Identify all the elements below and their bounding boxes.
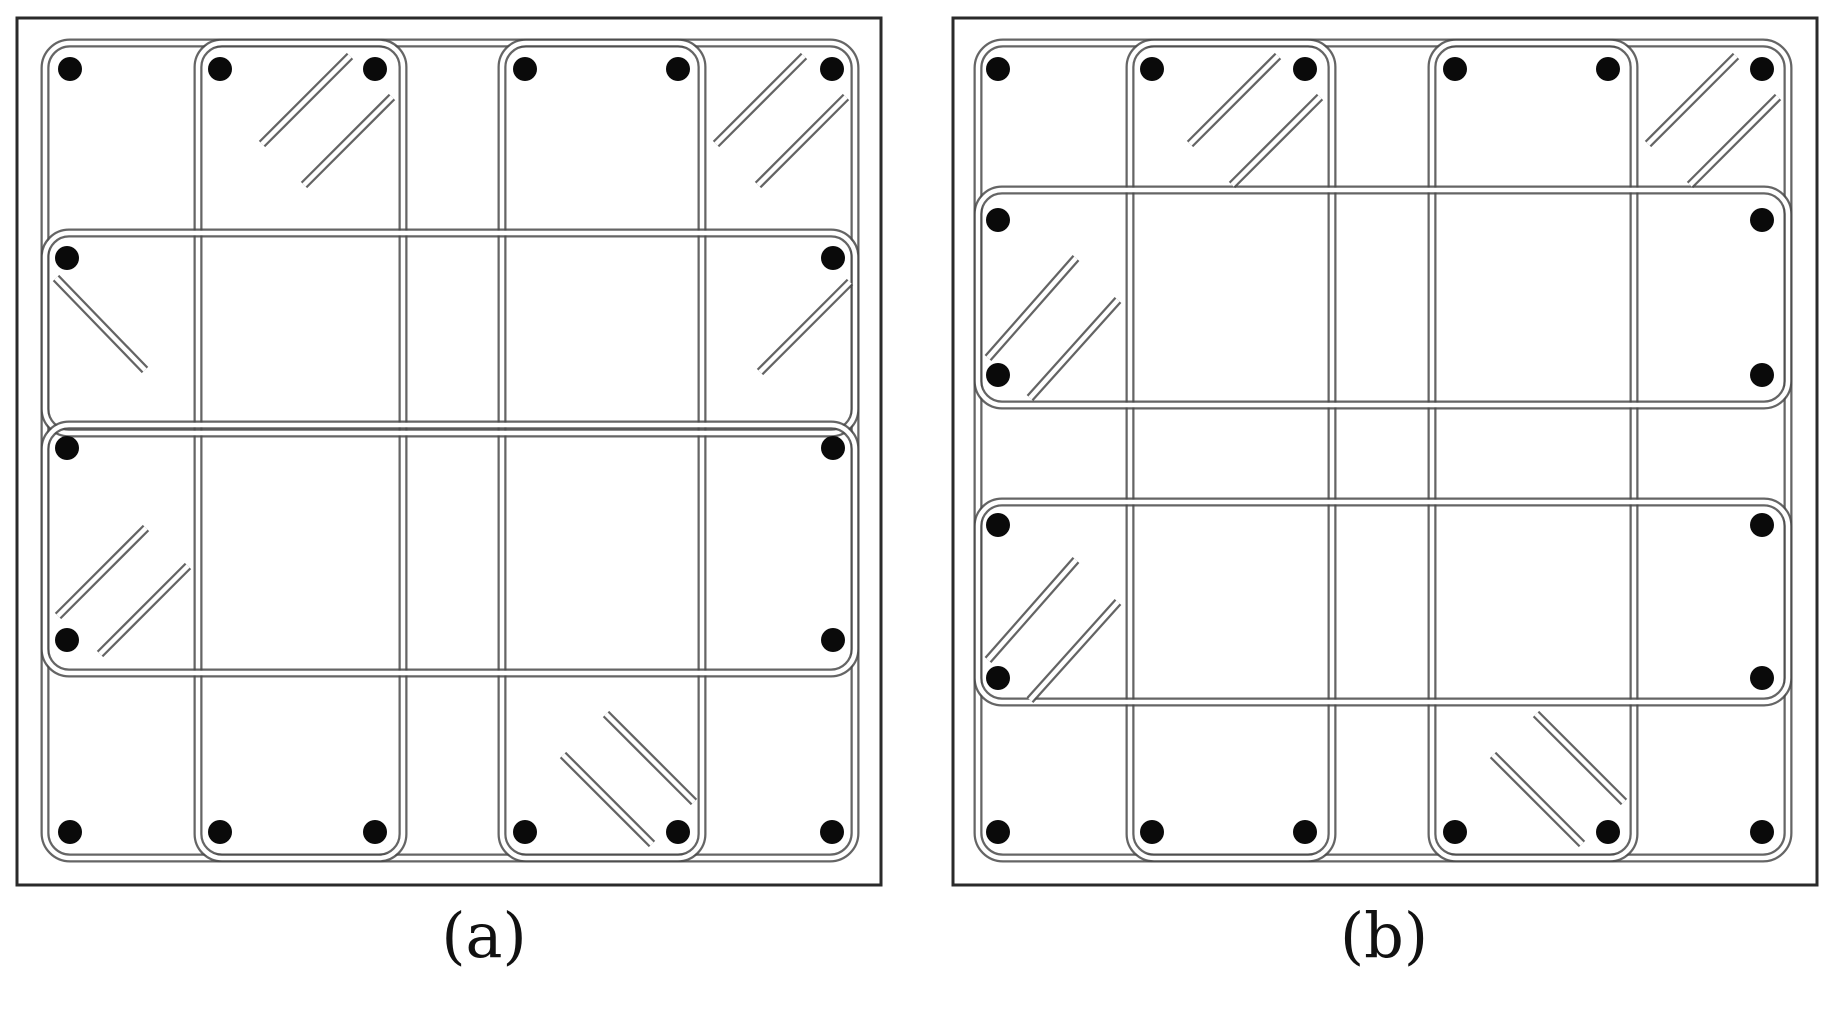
panel-a-frame bbox=[15, 16, 883, 887]
rebar-bottom-2 bbox=[1140, 820, 1164, 844]
rebar-bottom-2 bbox=[208, 820, 232, 844]
rebar-left-1 bbox=[986, 208, 1010, 232]
hook-left-upper-core bbox=[54, 276, 147, 372]
vertical-tie-right-core bbox=[499, 40, 705, 861]
hook-left-upper-b-core bbox=[1028, 298, 1120, 400]
hook-top-1b-core bbox=[302, 95, 394, 187]
hook-left-lower-b-core bbox=[98, 564, 190, 656]
perimeter-hoop-core bbox=[975, 40, 1791, 861]
hook-top-1b-core bbox=[1230, 95, 1322, 187]
rebar-left-3 bbox=[55, 628, 79, 652]
rebar-top-5 bbox=[666, 57, 690, 81]
rebar-bottom-5 bbox=[666, 820, 690, 844]
horizontal-tie-lower-core bbox=[42, 422, 858, 676]
rebar-right-1 bbox=[1750, 208, 1774, 232]
hook-top-2b-core bbox=[1688, 95, 1780, 187]
rebar-right-4 bbox=[1750, 666, 1774, 690]
rebar-top-4 bbox=[513, 57, 537, 81]
rebar-bottom-3 bbox=[1293, 820, 1317, 844]
rebar-top-1 bbox=[58, 57, 82, 81]
rebar-bottom-4 bbox=[513, 820, 537, 844]
rebar-top-5 bbox=[1596, 57, 1620, 81]
vertical-tie-left-core bbox=[1127, 40, 1335, 861]
hook-bottom-a-core bbox=[561, 753, 654, 846]
rebar-left-1 bbox=[55, 246, 79, 270]
rebar-left-3 bbox=[986, 513, 1010, 537]
rebar-bottom-5 bbox=[1596, 820, 1620, 844]
rebar-right-2 bbox=[821, 436, 845, 460]
rebar-top-3 bbox=[1293, 57, 1317, 81]
horizontal-tie-upper-core bbox=[42, 230, 858, 436]
hook-top-2b-core bbox=[756, 95, 848, 187]
rebar-right-3 bbox=[1750, 513, 1774, 537]
rebar-left-2 bbox=[986, 363, 1010, 387]
hook-left-upper-a-core bbox=[986, 256, 1078, 360]
hook-left-lower-b-core bbox=[1028, 600, 1120, 702]
hook-left-lower-a-core bbox=[56, 526, 148, 618]
hook-top-2a-core bbox=[714, 54, 806, 146]
hook-bottom-a-core bbox=[1491, 753, 1584, 846]
panel-b-frame bbox=[951, 16, 1819, 887]
hook-top-1a-core bbox=[260, 54, 352, 146]
rebar-right-1 bbox=[821, 246, 845, 270]
rebar-bottom-1 bbox=[986, 820, 1010, 844]
rebar-top-6 bbox=[1750, 57, 1774, 81]
rebar-bottom-3 bbox=[363, 820, 387, 844]
rebar-bottom-6 bbox=[820, 820, 844, 844]
hook-top-1a-core bbox=[1188, 54, 1280, 146]
rebar-bottom-1 bbox=[58, 820, 82, 844]
vertical-tie-right-core bbox=[1429, 40, 1637, 861]
rebar-right-3 bbox=[821, 628, 845, 652]
panel-b-caption: (b) bbox=[1339, 899, 1429, 972]
hook-left-lower-a-core bbox=[986, 558, 1078, 662]
rebar-top-3 bbox=[363, 57, 387, 81]
hook-right-upper-core bbox=[758, 280, 852, 374]
horizontal-tie-upper-core bbox=[975, 187, 1791, 408]
horizontal-tie-lower-core bbox=[975, 499, 1791, 705]
hook-bottom-b-core bbox=[604, 712, 696, 804]
rebar-bottom-6 bbox=[1750, 820, 1774, 844]
rebar-top-6 bbox=[820, 57, 844, 81]
rebar-top-2 bbox=[208, 57, 232, 81]
hook-bottom-b-core bbox=[1534, 712, 1626, 804]
rebar-left-4 bbox=[986, 666, 1010, 690]
hook-top-2a-core bbox=[1646, 54, 1738, 146]
rebar-right-2 bbox=[1750, 363, 1774, 387]
rebar-top-1 bbox=[986, 57, 1010, 81]
vertical-tie-left-core bbox=[195, 40, 406, 861]
rebar-bottom-4 bbox=[1443, 820, 1467, 844]
rebar-left-2 bbox=[55, 436, 79, 460]
rebar-top-2 bbox=[1140, 57, 1164, 81]
rebar-top-4 bbox=[1443, 57, 1467, 81]
panel-a-caption: (a) bbox=[441, 899, 527, 972]
panel-b-cross-section bbox=[951, 16, 1819, 887]
panel-a-cross-section bbox=[15, 16, 883, 887]
